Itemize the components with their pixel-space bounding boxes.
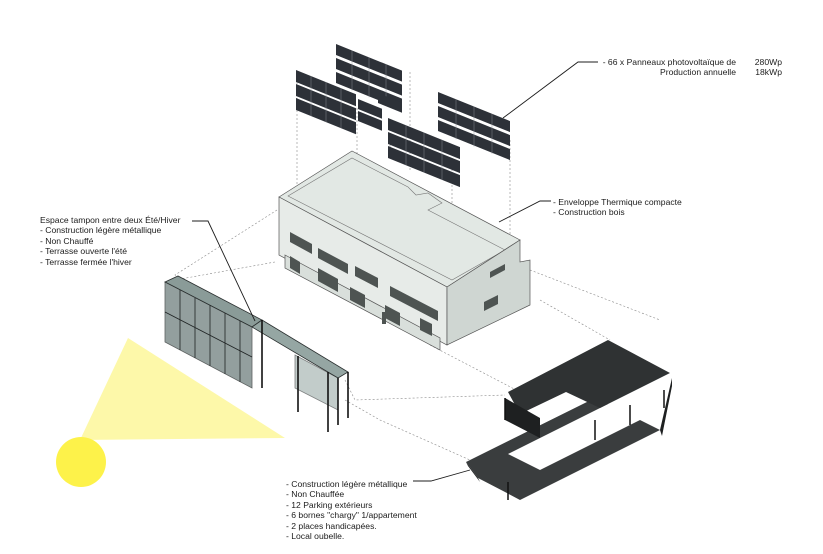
building-wall-right xyxy=(446,239,531,346)
envelope-item: - Construction bois xyxy=(553,207,625,218)
solar-panel-array-right xyxy=(388,92,510,188)
parking-note-item: - 12 Parking extérieurs xyxy=(286,499,373,510)
solar-line1-value: 280Wp xyxy=(754,57,782,67)
buffer-note-item: - Non Chauffé xyxy=(40,235,94,246)
leader-lines xyxy=(192,61,598,482)
parking-note-item: - Local oubelle. xyxy=(286,531,345,542)
solar-panel-array-left xyxy=(296,44,402,135)
sun-rays xyxy=(80,338,285,440)
parking-note-item: - Non Chauffée xyxy=(286,489,345,500)
parking-note-item: - 6 bornes "chargy" 1/appartement xyxy=(286,510,417,521)
buffer-note-title: Espace tampon entre deux Été/Hiver xyxy=(40,215,181,225)
buffer-note-item: - Terrasse ouverte l'été xyxy=(40,246,127,257)
solar-line1-label: - 66 x Panneaux photovoltaïque de xyxy=(602,57,736,67)
buffer-note-item: - Construction légère métallique xyxy=(40,225,162,236)
sun-icon xyxy=(56,437,106,487)
buffer-note-item: - Terrasse fermée l'hiver xyxy=(40,256,132,267)
parking-note-item: - 2 places handicapées. xyxy=(286,520,377,531)
parking-canopy xyxy=(466,340,672,500)
buffer-space-note: Espace tampon entre deux Été/Hiver - Con… xyxy=(40,215,180,267)
solar-line2-value: 18kWp xyxy=(755,67,782,78)
envelope-item: - Enveloppe Thermique compacte xyxy=(553,197,682,207)
parking-note: - Construction légère métallique - Non C… xyxy=(286,479,417,541)
main-building xyxy=(278,150,531,351)
envelope-note: - Enveloppe Thermique compacte - Constru… xyxy=(553,197,682,218)
solar-panels-note: - 66 x Panneaux photovoltaïque de 280Wp … xyxy=(592,57,782,78)
glass-buffer-structure xyxy=(164,275,349,432)
parking-note-item: - Construction légère métallique xyxy=(286,479,408,489)
solar-line2-label: Production annuelle xyxy=(660,67,736,78)
